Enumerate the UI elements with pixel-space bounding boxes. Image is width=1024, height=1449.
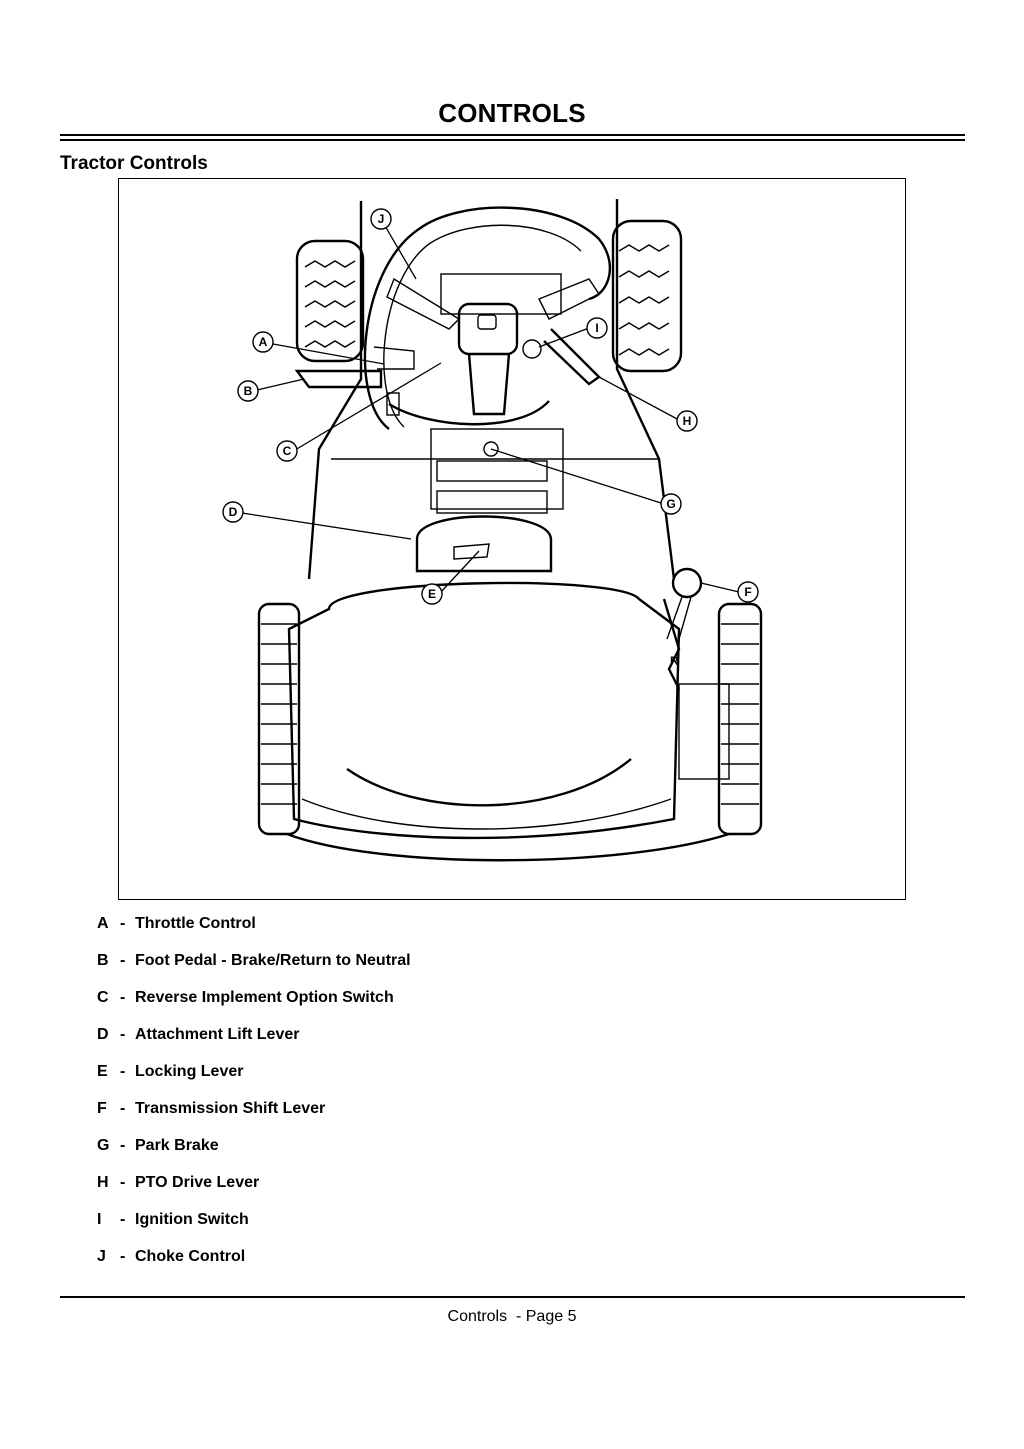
callout-d: D [222, 501, 244, 523]
gear-label-r: R [670, 654, 679, 668]
callout-e: E [421, 583, 443, 605]
svg-text:E: E [428, 587, 436, 601]
seat [287, 581, 681, 840]
body-outline [307, 199, 676, 580]
steering-wheel [363, 206, 612, 430]
legend-dash: - [120, 1063, 126, 1080]
callout-c: C [276, 440, 298, 462]
legend-dash: - [120, 952, 126, 969]
right-front-tire [611, 219, 683, 373]
footer-rule [60, 1296, 965, 1298]
tractor-controls-figure: R A B C D E F G H I J [118, 178, 906, 900]
header-rule-upper [60, 134, 965, 136]
callout-i: I [586, 317, 608, 339]
legend-key: F [97, 1100, 107, 1117]
legend-label: Ignition Switch [135, 1211, 249, 1228]
svg-text:H: H [683, 414, 692, 428]
legend-dash: - [120, 1211, 126, 1228]
shift-lever-knob [671, 567, 703, 599]
page-title: CONTROLS [438, 98, 586, 128]
dash-panel [430, 428, 564, 510]
legend-dash: - [120, 989, 126, 1006]
legend-key: I [97, 1211, 102, 1228]
callout-leaders [241, 218, 740, 594]
tractor-line-drawing: R A B C D E F G H I J [222, 199, 763, 862]
seat-recess [415, 515, 553, 573]
legend-key: J [97, 1248, 106, 1265]
legend-dash: - [120, 915, 126, 932]
header-rule-lower [60, 139, 965, 141]
svg-text:I: I [595, 321, 598, 335]
callout-b: B [237, 380, 259, 402]
legend-label: Choke Control [135, 1248, 246, 1265]
svg-text:B: B [244, 384, 253, 398]
legend-label: Attachment Lift Lever [135, 1026, 300, 1043]
legend-dash: - [120, 1248, 126, 1265]
callout-a: A [252, 331, 274, 353]
svg-text:F: F [744, 585, 751, 599]
section-heading: Tractor Controls [60, 153, 208, 174]
legend-dash: - [120, 1026, 126, 1043]
legend-label: Locking Lever [135, 1063, 244, 1080]
legend-label: PTO Drive Lever [135, 1174, 260, 1191]
legend-key: H [97, 1174, 109, 1191]
callout-j: J [370, 208, 392, 230]
svg-text:A: A [259, 335, 268, 349]
legend-key: D [97, 1026, 109, 1043]
svg-text:C: C [283, 444, 292, 458]
legend-dash: - [120, 1100, 126, 1117]
legend-dash: - [120, 1137, 126, 1154]
svg-text:G: G [666, 497, 675, 511]
rear-tires [257, 602, 763, 836]
legend-key: C [97, 989, 109, 1006]
foot-pedal [294, 369, 383, 389]
legend-dash: - [120, 1174, 126, 1191]
legend-key: G [97, 1137, 110, 1154]
legend-key: E [97, 1063, 108, 1080]
legend-label: Reverse Implement Option Switch [135, 989, 394, 1006]
svg-text:J: J [378, 212, 385, 226]
legend-label: Transmission Shift Lever [135, 1100, 326, 1117]
left-front-tire [295, 239, 365, 363]
legend-label: Foot Pedal - Brake/Return to Neutral [135, 952, 411, 969]
legend-key: A [97, 915, 109, 932]
callout-f: F [737, 581, 759, 603]
svg-text:D: D [229, 505, 238, 519]
legend-label: Park Brake [135, 1137, 219, 1154]
legend-label: Throttle Control [135, 915, 256, 932]
legend-key: B [97, 952, 109, 969]
callout-g: G [660, 493, 682, 515]
page-footer: Controls - Page 5 [447, 1308, 577, 1325]
callout-h: H [676, 410, 698, 432]
